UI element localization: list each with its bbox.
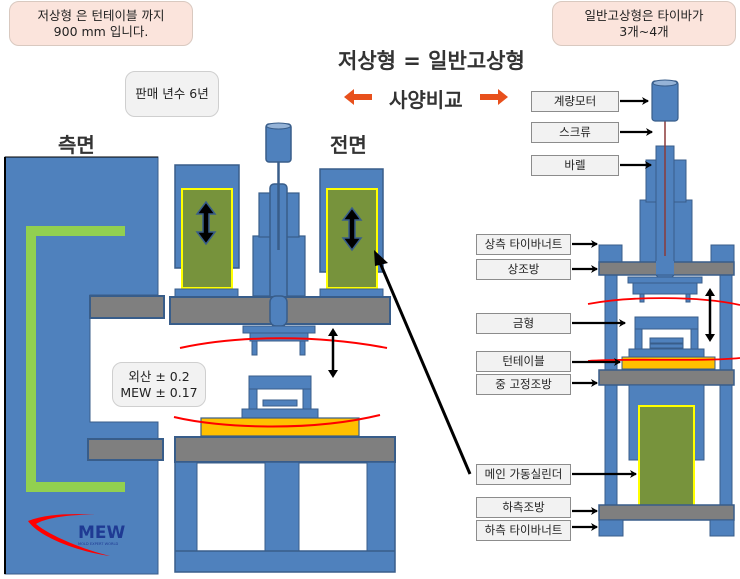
parting-line-lower xyxy=(173,414,381,428)
label-turntable: 턴테이블 xyxy=(476,351,571,372)
label-lower-tie-bar-nut: 하측 타이바너트 xyxy=(476,520,571,541)
front-metering-motor xyxy=(265,123,292,163)
logo-brand: MEW xyxy=(78,523,126,543)
note-line-1: 일반고상형은 타이바가 xyxy=(584,8,704,23)
side-upper-plate xyxy=(89,295,165,319)
note-sales-years: 판매 년수 6년 xyxy=(125,71,219,117)
front-view-machine xyxy=(169,122,396,573)
label-upper-platen: 상조방 xyxy=(476,259,571,280)
label-lower-platen: 하측조방 xyxy=(476,497,571,518)
note-low-type-turntable: 저상형 은 턴테이블 까지 900 mm 입니다. xyxy=(9,1,193,46)
sales-years-text: 판매 년수 6년 xyxy=(135,86,209,101)
tolerance-foreign: 외산 ± 0.2 xyxy=(128,369,190,384)
parting-line-upper xyxy=(179,337,388,349)
side-lower-plate xyxy=(87,438,164,461)
note-tolerance: 외산 ± 0.2 MEW ± 0.17 xyxy=(112,362,206,407)
front-lower-platen xyxy=(174,436,396,463)
arrow-left-icon xyxy=(344,89,372,105)
label-barrel: 바렐 xyxy=(531,155,619,176)
general-type-machine xyxy=(587,79,740,537)
note-line-2: 3개~4개 xyxy=(619,24,669,39)
side-frame-green xyxy=(26,226,125,492)
main-cylinder-pointer xyxy=(376,257,472,475)
label-mold: 금형 xyxy=(476,313,571,334)
note-general-tie-bars: 일반고상형은 타이바가 3개~4개 xyxy=(552,1,736,46)
arrow-right-icon xyxy=(480,89,508,105)
tolerance-mew: MEW ± 0.17 xyxy=(120,385,198,400)
label-middle-fixed-platen: 중 고정조방 xyxy=(476,374,571,395)
note-line-1: 저상형 은 턴테이블 까지 xyxy=(37,8,165,23)
mew-logo: MEW MOLD EXPERT WORLD xyxy=(28,514,126,556)
label-pointers xyxy=(572,97,653,531)
logo-tagline: MOLD EXPERT WORLD xyxy=(78,542,118,546)
comparison-title: 저상형 = 일반고상형 xyxy=(338,49,525,73)
label-main-moving-cylinder: 메인 가동실린더 xyxy=(476,464,571,485)
label-metering-motor: 계량모터 xyxy=(531,91,619,112)
front-view-title: 전면 xyxy=(330,133,367,157)
side-view-title: 측면 xyxy=(58,133,95,157)
spec-compare-title: 사양비교 xyxy=(389,88,463,112)
label-screw: 스크류 xyxy=(531,122,619,143)
note-line-2: 900 mm 입니다. xyxy=(53,24,149,39)
side-view-frame xyxy=(4,156,165,575)
label-upper-tie-bar-nut: 상측 타이바너트 xyxy=(476,234,571,255)
